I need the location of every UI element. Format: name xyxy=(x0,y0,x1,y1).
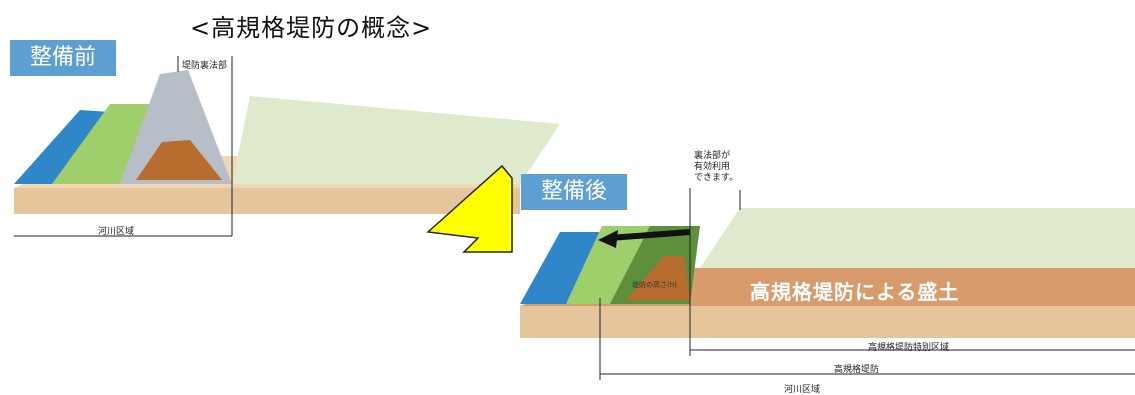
after-fill-label: 高規格堤防による盛土 xyxy=(750,280,960,304)
after-special-area-label: 高規格堤防特別区域 xyxy=(868,343,950,353)
before-badge: 整備前 xyxy=(10,40,116,76)
after-levee-label: 高規格堤防 xyxy=(834,365,880,375)
after-arrow-head xyxy=(598,230,618,248)
after-scene xyxy=(520,208,1135,338)
before-ground-front xyxy=(14,188,520,214)
after-back-slope-note: 裏法部が 有効利用 できます。 xyxy=(694,151,738,184)
after-ground-front xyxy=(520,306,1135,338)
before-city xyxy=(232,96,560,184)
after-water xyxy=(520,232,602,304)
after-height-label: 堤防の高さ(h) xyxy=(632,281,677,289)
after-river-area-label: 河川区域 xyxy=(784,385,821,395)
before-levee-core xyxy=(136,140,222,180)
before-grass xyxy=(52,104,158,184)
before-back-slope-label: 堤防裏法部 xyxy=(182,61,228,71)
before-river-area-label: 河川区域 xyxy=(98,227,135,237)
after-back-slope-note-line3: できます。 xyxy=(694,173,739,183)
before-dimensions xyxy=(14,56,233,237)
after-dimensions xyxy=(599,188,1135,380)
before-scene xyxy=(14,70,560,214)
transition-arrow xyxy=(426,164,513,253)
after-badge: 整備後 xyxy=(521,174,627,210)
after-grass xyxy=(566,226,650,304)
after-levee-core xyxy=(626,256,690,300)
after-back-slope-note-line2: 有効利用 xyxy=(694,162,731,172)
after-back-slope-note-line1: 裏法部が xyxy=(694,151,731,161)
before-water xyxy=(14,110,110,184)
after-arrow-line xyxy=(609,229,691,241)
before-levee xyxy=(120,70,232,184)
after-city xyxy=(700,208,1135,268)
diagram-title: <高規格堤防の概念> xyxy=(190,14,433,42)
